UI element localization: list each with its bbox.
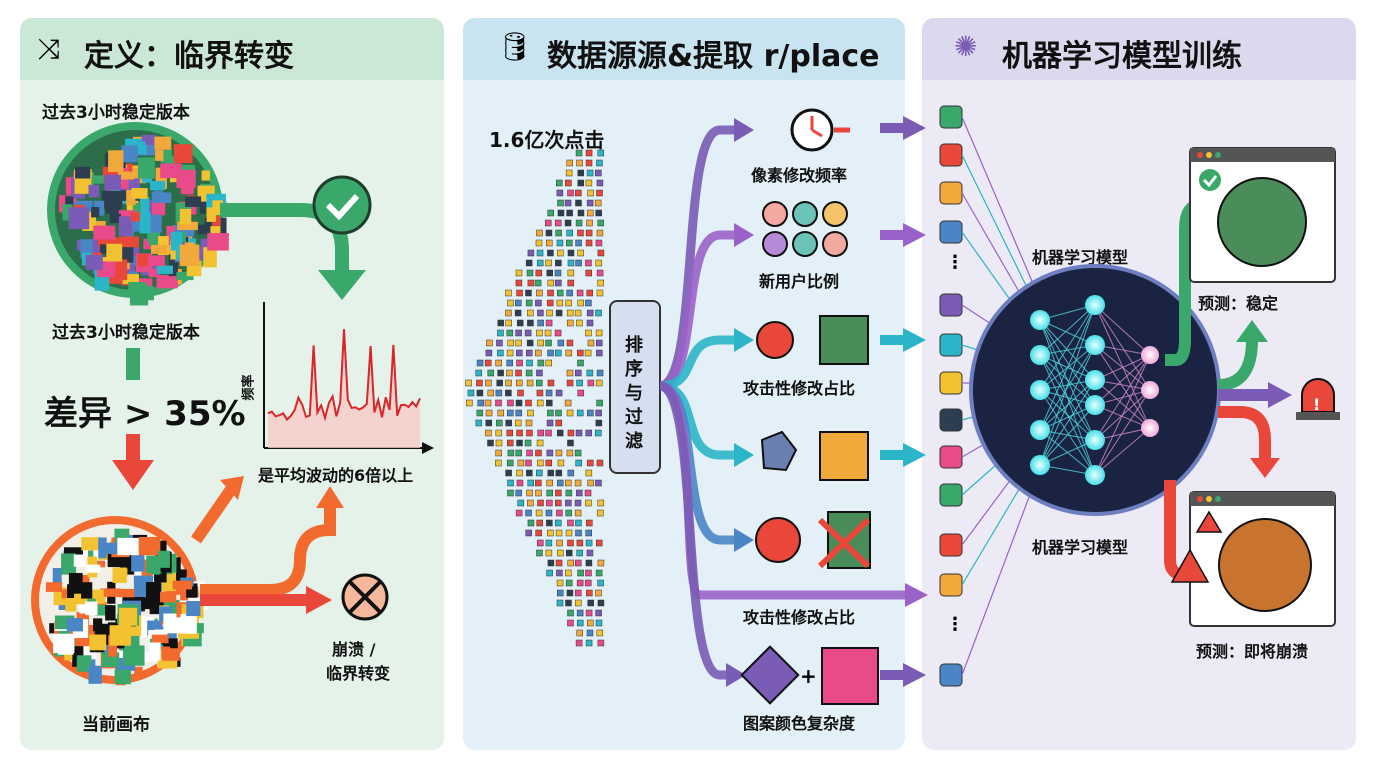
database-search-icon: 🛢 xyxy=(497,30,533,63)
collapse-label-2: 临界转变 xyxy=(326,664,391,683)
data-source-header xyxy=(463,18,905,80)
collapse-label: 崩溃 / xyxy=(332,640,376,659)
prediction-collapse: 预测：即将崩溃 xyxy=(1196,642,1309,661)
feature-pixel-frequency: 像素修改频率 xyxy=(751,166,848,185)
current-canvas-label: 当前画布 xyxy=(82,715,150,735)
definition-panel: ⤨ 定义：临界转变 过去3小时稳定版本 过去3小时稳定版本 差异 > 35% 频… xyxy=(20,18,444,750)
transition-icon: ⤨ xyxy=(38,32,61,65)
feature-aggressive-ratio: 攻击性修改占比 xyxy=(743,379,856,398)
model-label-top: 机器学习模型 xyxy=(1032,248,1129,267)
definition-header xyxy=(20,18,444,80)
data-source-title: 数据源源&提取 r/place xyxy=(547,39,880,74)
feature-aggressive-ratio-2: 攻击性修改占比 xyxy=(743,608,856,627)
ml-title: 机器学习模型训练 xyxy=(1002,39,1242,74)
prediction-stable: 预测：稳定 xyxy=(1198,294,1279,313)
chart-caption: 是平均波动的6倍以上 xyxy=(258,466,414,485)
clicks-count: 1.6亿次点击 xyxy=(489,128,605,152)
model-label-bottom: 机器学习模型 xyxy=(1032,538,1129,557)
stable-label: 过去3小时稳定版本 xyxy=(52,323,200,343)
ml-header xyxy=(922,18,1356,80)
threshold-text: 差异 > 35% xyxy=(44,394,246,434)
internal-adjust-label: 内调整 xyxy=(1176,369,1192,427)
data-source-panel: 🛢 数据源源&提取 r/place 1.6亿次点击 排序与过滤 像素修改频率 新… xyxy=(463,18,905,750)
feature-color-complexity: 图案颜色复杂度 xyxy=(743,714,856,733)
definition-title: 定义：临界转变 xyxy=(84,39,294,74)
feature-new-user-ratio: 新用户比例 xyxy=(759,272,840,291)
ml-panel: ✺ 机器学习模型训练 机器学习模型 机器学习模型 内调整 预测：稳定 预测：即将… xyxy=(922,18,1356,750)
sort-filter-label: 排序与过滤 xyxy=(625,335,643,452)
sort-filter-box xyxy=(609,300,661,474)
chart-ylabel: 频率 xyxy=(241,374,257,401)
top-stable-label: 过去3小时稳定版本 xyxy=(42,103,190,123)
brain-icon: ✺ xyxy=(954,30,978,63)
